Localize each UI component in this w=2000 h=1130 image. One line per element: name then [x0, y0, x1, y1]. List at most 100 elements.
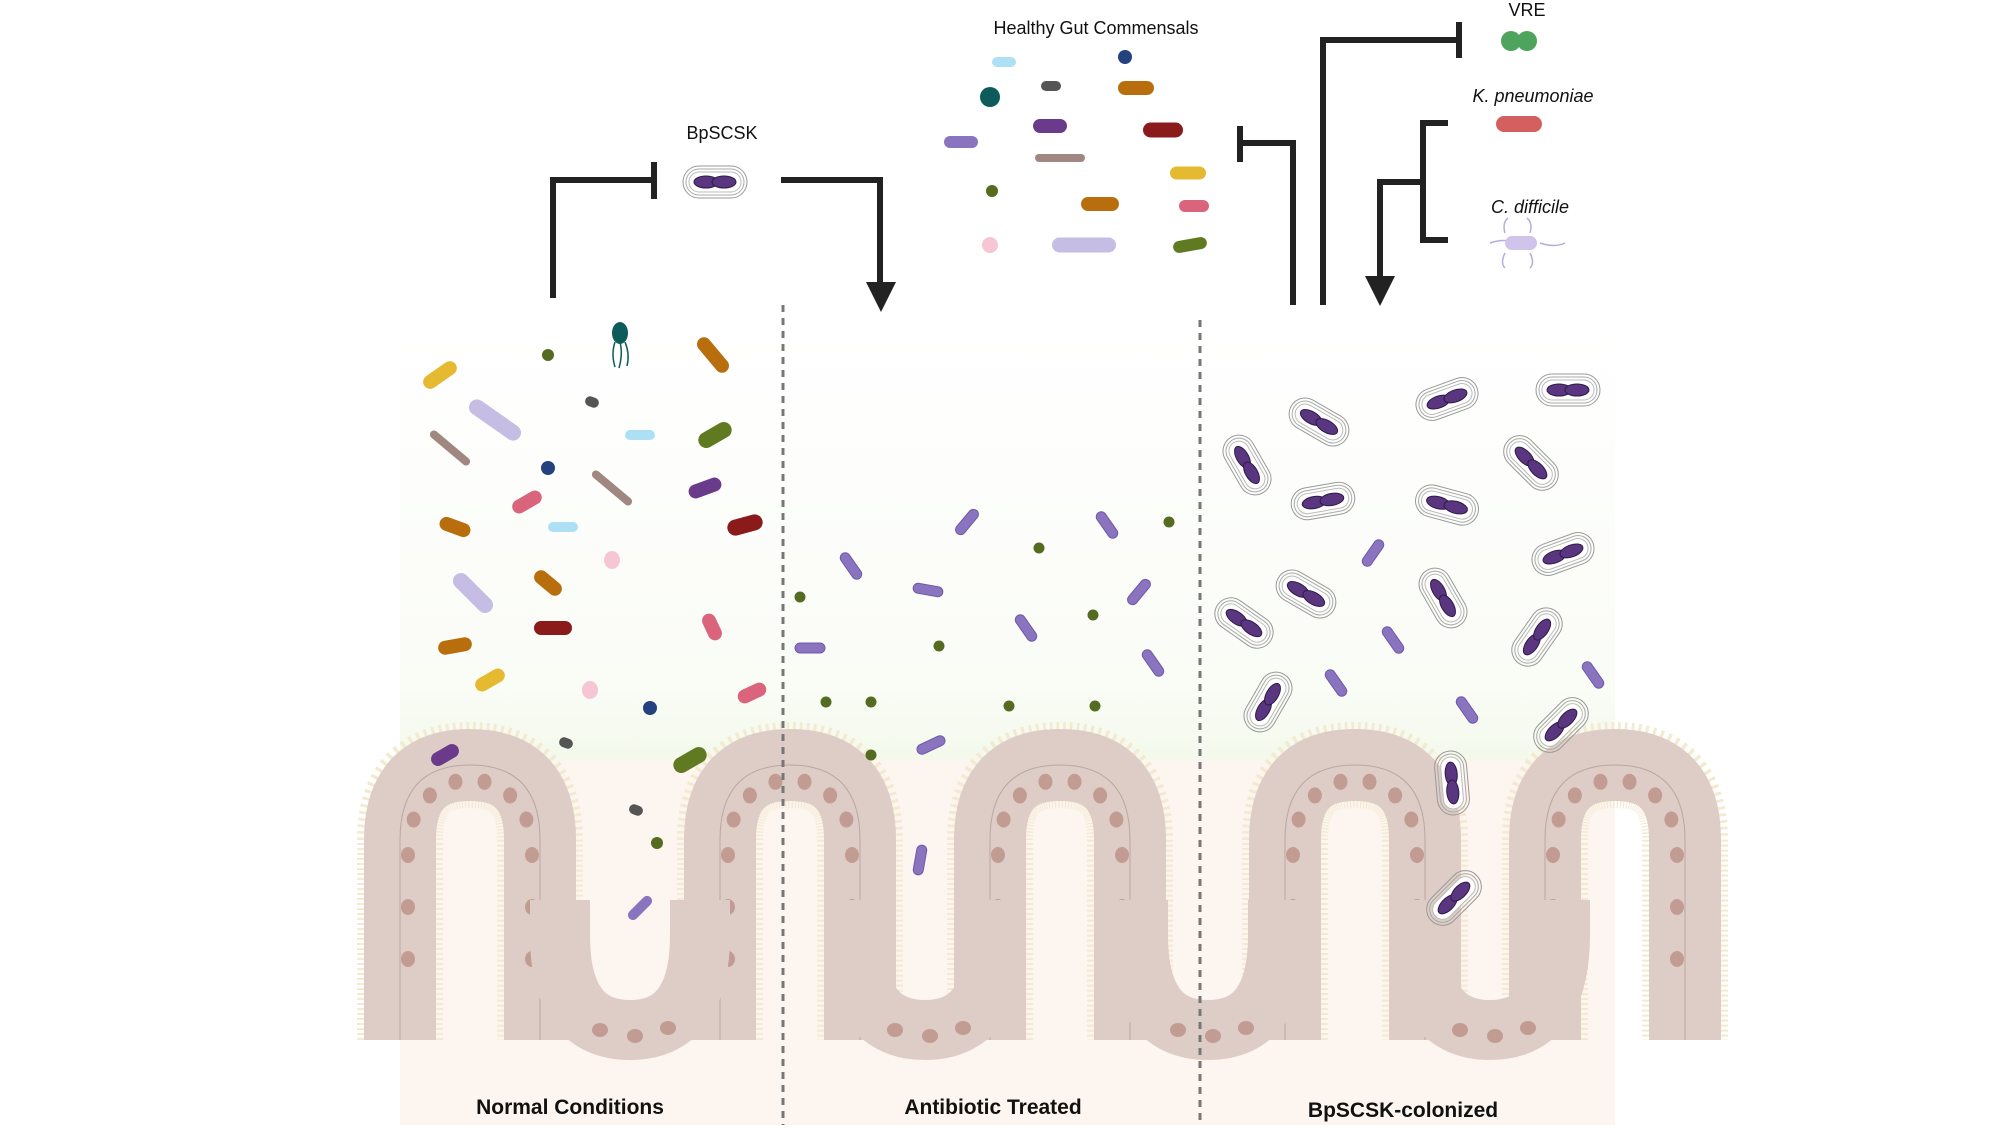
inhibit-arrow-colonized-to-vre	[1320, 37, 1458, 305]
antibiotic-coccus	[1163, 516, 1175, 528]
microbe	[697, 337, 729, 373]
microbe	[512, 490, 542, 514]
microbe	[542, 349, 554, 361]
nucleus	[887, 1023, 903, 1037]
microbe	[452, 572, 494, 614]
commensal	[1179, 200, 1209, 212]
nucleus	[1388, 787, 1403, 804]
commensal	[1033, 119, 1067, 133]
nucleus	[996, 811, 1011, 828]
microbe	[548, 522, 578, 532]
nucleus	[1115, 847, 1129, 863]
microbe	[651, 837, 663, 849]
panel-label-antibiotic: Antibiotic Treated	[904, 1096, 1082, 1119]
commensal	[1041, 81, 1061, 91]
microbe	[643, 701, 657, 715]
nucleus	[1648, 787, 1663, 804]
antibiotic-coccus	[865, 749, 877, 761]
microbe	[604, 551, 620, 569]
microbe	[591, 470, 633, 506]
nucleus	[1567, 787, 1582, 804]
bpscsk-icon	[682, 165, 748, 199]
nucleus	[991, 847, 1005, 863]
nucleus	[1205, 1029, 1221, 1043]
antibiotic-coccus	[794, 591, 806, 603]
nucleus	[1622, 773, 1637, 790]
nucleus	[721, 847, 735, 863]
nucleus	[1551, 811, 1566, 828]
commensal	[1173, 237, 1207, 253]
nucleus	[1670, 951, 1684, 967]
inhibit-arrow-normal-to-bpscsk	[550, 177, 652, 298]
nucleus	[1670, 899, 1684, 915]
vre-label: VRE	[1508, 0, 1546, 20]
antibiotic-coccus	[933, 640, 945, 652]
commensal	[1143, 122, 1183, 138]
nucleus	[1109, 811, 1124, 828]
nucleus	[477, 773, 492, 790]
villus	[357, 721, 583, 1040]
antibiotic-coccus	[1003, 700, 1015, 712]
microbe	[727, 514, 763, 536]
nucleus	[401, 847, 415, 863]
microbe	[702, 613, 722, 641]
nucleus	[1670, 847, 1684, 863]
nucleus	[768, 773, 783, 790]
nucleus	[592, 1023, 608, 1037]
nucleus	[519, 811, 534, 828]
pathogen-bracket	[1420, 120, 1448, 243]
commensal	[1035, 154, 1085, 162]
panel-label-normal: Normal Conditions	[476, 1096, 664, 1119]
commensal	[1081, 197, 1119, 211]
nucleus	[823, 787, 838, 804]
bpscsk-label: BpSCSK	[686, 123, 758, 143]
nucleus	[1664, 811, 1679, 828]
commensal	[992, 57, 1016, 67]
nucleus	[503, 787, 518, 804]
healthy-commensals-label: Healthy Gut Commensals	[993, 18, 1199, 38]
vre-icon	[1501, 31, 1537, 51]
antibiotic-coccus	[1087, 609, 1099, 621]
nucleus	[1170, 1023, 1186, 1037]
promote-arrow-bpscsk-to-antibiotic	[781, 177, 883, 285]
nucleus	[1404, 811, 1419, 828]
commensal	[1170, 166, 1206, 180]
nucleus	[1487, 1029, 1503, 1043]
nucleus	[1291, 811, 1306, 828]
microbe	[423, 361, 457, 389]
arrowhead	[1365, 276, 1395, 306]
nucleus	[726, 811, 741, 828]
nucleus	[1038, 773, 1053, 790]
nucleus	[1012, 787, 1027, 804]
k-pneumoniae-icon	[1496, 116, 1542, 132]
inhibit-arrow-colonized-to-commensals	[1241, 140, 1296, 305]
nucleus	[1452, 1023, 1468, 1037]
healthy-commensals-icons	[944, 50, 1209, 253]
commensal	[986, 185, 998, 197]
nucleus	[1546, 847, 1560, 863]
crypt	[530, 900, 730, 1061]
microbe	[627, 895, 653, 921]
microbe	[688, 477, 722, 499]
nucleus	[525, 847, 539, 863]
commensal	[982, 237, 998, 253]
flagella	[612, 341, 629, 369]
commensal	[1118, 50, 1132, 64]
microbe	[582, 681, 598, 699]
microbe	[698, 422, 732, 448]
microbe	[429, 430, 471, 466]
microbe	[439, 516, 471, 538]
nucleus	[448, 773, 463, 790]
nucleus	[1593, 773, 1608, 790]
commensal	[944, 136, 978, 148]
microbe	[534, 570, 562, 596]
commensal	[980, 87, 1000, 107]
crypt	[1108, 900, 1308, 1061]
c-difficile-icon	[1489, 217, 1566, 269]
intestinal-epithelium	[357, 721, 1728, 1061]
nucleus	[1333, 773, 1348, 790]
antibiotic-coccus	[865, 696, 877, 708]
k-pneumoniae-label: K. pneumoniae	[1472, 86, 1594, 106]
microbe	[673, 747, 707, 773]
